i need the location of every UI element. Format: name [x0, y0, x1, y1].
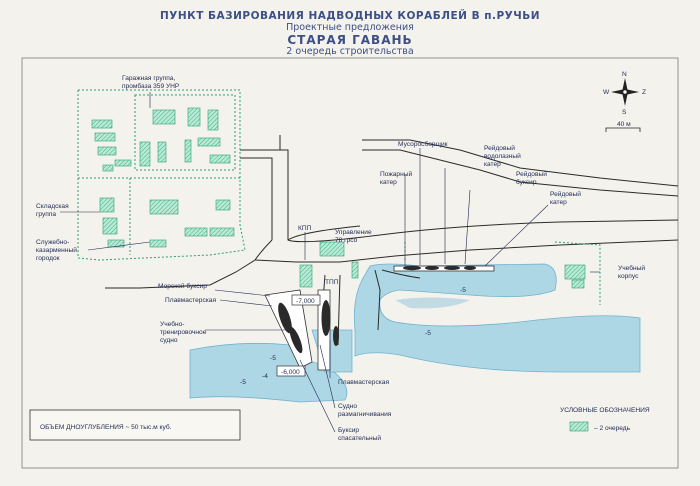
label-degauss-2: размагничивания	[338, 411, 392, 418]
label-warehouse-2: группа	[36, 211, 56, 218]
map-location: СТАРАЯ ГАВАНЬ	[287, 33, 413, 47]
label-garbage: Мусоросборщик	[398, 140, 448, 148]
compass-n: N	[622, 71, 627, 78]
label-management-2: 78 грсо	[335, 237, 358, 244]
roads	[105, 135, 679, 346]
label-management-1: Управление	[335, 229, 372, 236]
label-warehouse-1: Складская	[36, 203, 69, 210]
label-training-building-1: Учебный	[618, 264, 645, 272]
ships	[278, 265, 476, 354]
contour-5-a: -5	[460, 287, 466, 294]
compass-rose: N S W Z	[603, 71, 646, 116]
label-training-ship-3: судно	[160, 337, 178, 344]
scale-label: 40 м	[617, 121, 631, 128]
label-training-building-2: корпус	[618, 273, 639, 280]
scale-bar: 40 м	[605, 121, 641, 132]
label-garage-1: Гаражная группа,	[122, 75, 175, 82]
depth-7000: -7,000	[296, 298, 315, 305]
label-floating-workshop: Плавмастерская	[165, 297, 216, 304]
label-diving-2: водолазный	[484, 152, 521, 160]
map-frame	[21, 57, 679, 469]
label-fireboat-1: Пожарный	[380, 170, 412, 178]
label-diving-3: катер	[484, 161, 501, 168]
label-sea-tug: Морской буксир	[158, 282, 207, 290]
contour-5-b: -5	[425, 330, 431, 337]
label-fireboat-2: катер	[380, 179, 397, 186]
label-garage-2: промбаза 359 УНР	[122, 82, 180, 90]
legend-swatch	[569, 421, 589, 432]
label-boat-raid-2: катер	[550, 199, 567, 206]
label-training-ship-2: тренировочное	[160, 329, 207, 336]
contour-5-d: -5	[240, 379, 246, 386]
label-barracks-1: Служебно-	[36, 238, 69, 246]
label-degauss-1: Судно	[338, 403, 357, 410]
label-rescue-tug-2: спасательный	[338, 434, 381, 442]
label-rescue-tug-1: Буксир	[338, 427, 359, 434]
depth-6000: -6,000	[281, 369, 300, 376]
depth-markers: -7,000 -6,000 -5 -5 -5 -4 -5	[240, 287, 466, 386]
label-tpp: ТПП	[325, 279, 339, 286]
dredging-box: ОБЪЕМ ДНОУГЛУБЛЕНИЯ ~ 50 тыс.м куб.	[29, 409, 241, 441]
leader-lines	[60, 92, 600, 433]
compass-e: Z	[642, 89, 646, 96]
label-boat-raid-1: Рейдовый	[550, 190, 581, 198]
legend-item: – 2 очередь	[594, 425, 631, 432]
label-tug-raid-2: буксир	[516, 178, 537, 186]
label-kpp: КПП	[298, 225, 312, 232]
buildings	[91, 107, 586, 289]
label-barracks-2: казарменный	[36, 246, 77, 254]
map-subtitle: Проектные предложения	[286, 22, 414, 33]
compass-w: W	[603, 89, 610, 96]
contour-5-c: -5	[270, 355, 276, 362]
contour-4: -4	[262, 373, 268, 380]
label-barracks-3: городок	[36, 255, 60, 262]
legend-title: УСЛОВНЫЕ ОБОЗНАЧЕНИЯ	[560, 407, 650, 414]
label-training-ship-1: Учебно-	[160, 320, 185, 328]
label-diving-1: Рейдовый	[484, 144, 515, 152]
compass-s: S	[622, 109, 627, 116]
label-tug-raid-1: Рейдовый	[516, 170, 547, 178]
map-stage: 2 очередь строительства	[286, 46, 414, 57]
map-labels: Гаражная группа, промбаза 359 УНР Складс…	[36, 75, 645, 442]
map-title: ПУНКТ БАЗИРОВАНИЯ НАДВОДНЫХ КОРАБЛЕЙ В п…	[159, 10, 541, 22]
dredging-text: ОБЪЕМ ДНОУГЛУБЛЕНИЯ ~ 50 тыс.м куб.	[40, 423, 172, 431]
label-floating-workshop-2: Плавмастерская	[338, 379, 389, 386]
legend: УСЛОВНЫЕ ОБОЗНАЧЕНИЯ – 2 очередь	[560, 407, 650, 432]
